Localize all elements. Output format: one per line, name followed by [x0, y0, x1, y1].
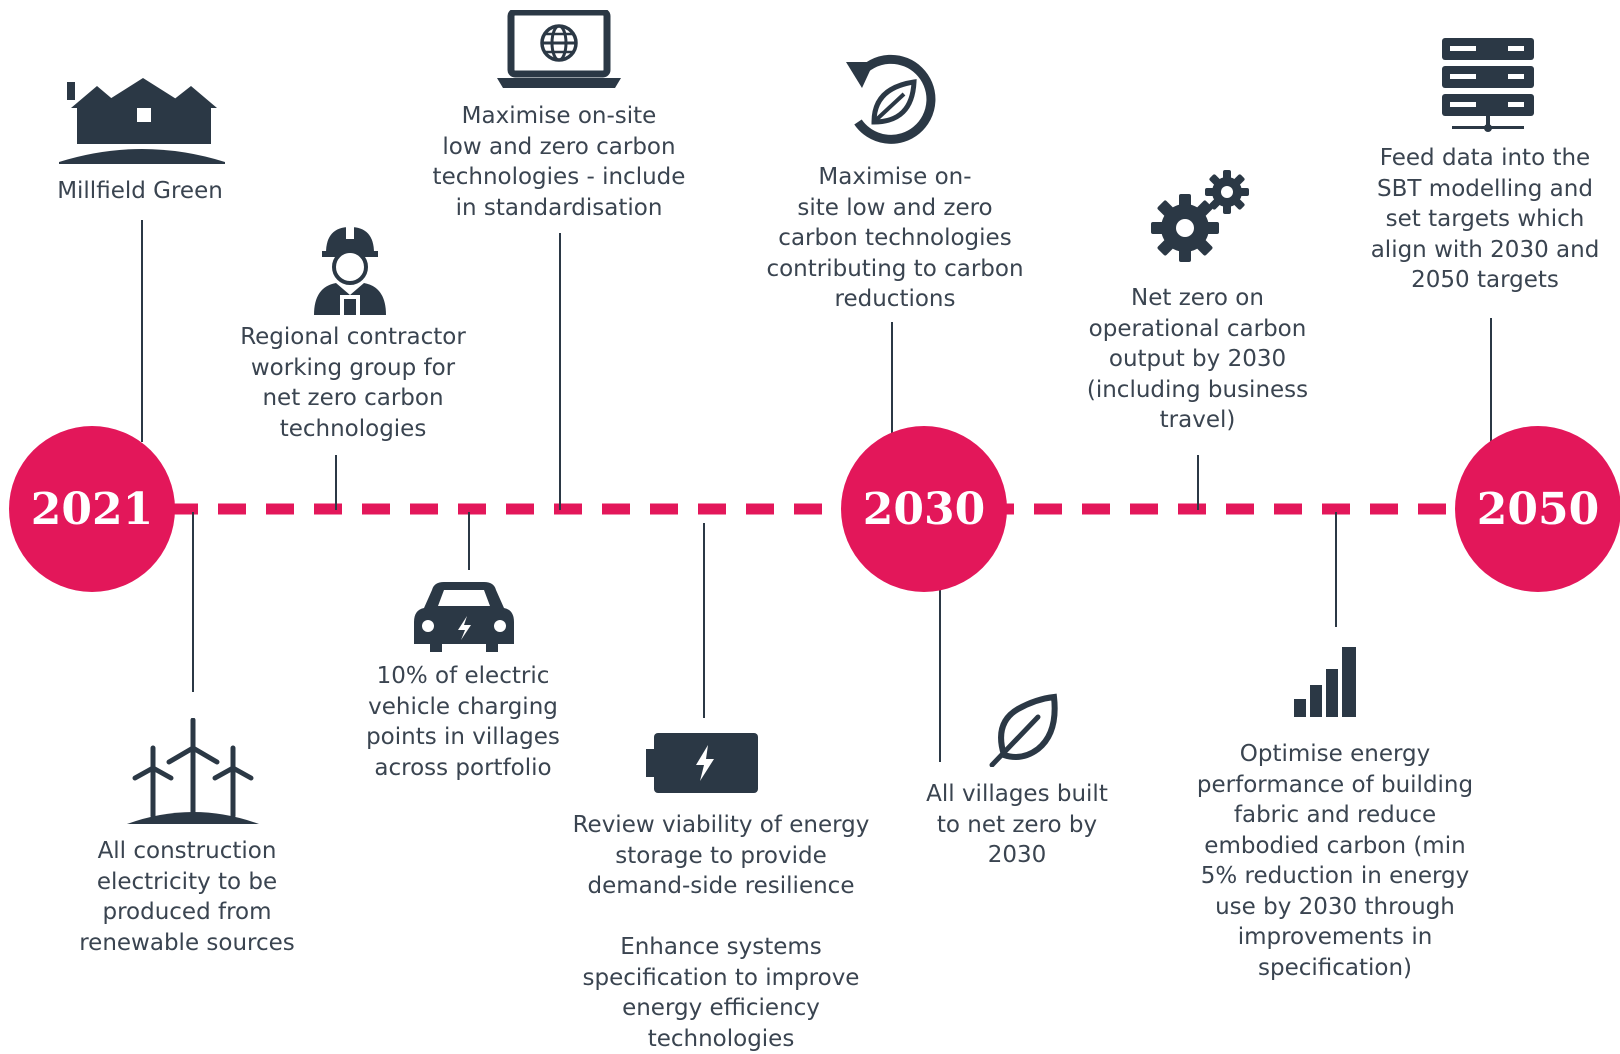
- milestone-2030-label: 2030: [862, 483, 986, 535]
- houses-icon: [57, 78, 227, 164]
- connector-villages: [939, 590, 941, 762]
- connector-storage: [703, 523, 705, 718]
- electric-car-icon: [414, 582, 514, 652]
- worker-icon: [310, 223, 390, 315]
- milestone-2021-label: 2021: [30, 483, 154, 535]
- onsite-std-label: Maximise on-site low and zero carbon tec…: [432, 103, 686, 221]
- connector-fabric: [1335, 512, 1337, 627]
- millfield-label: Millfield Green: [57, 178, 223, 204]
- battery-icon: [646, 733, 758, 793]
- connector-sbt: [1490, 318, 1492, 442]
- milestone-2050-label: 2050: [1476, 483, 1600, 535]
- renewable-label: All construction electricity to be produ…: [79, 838, 295, 956]
- recycle-leaf-icon: [844, 52, 940, 150]
- gears-icon: [1151, 168, 1253, 262]
- storage-label: Review viability of energy storage to pr…: [572, 812, 870, 899]
- milestone-2050: 2050: [1455, 426, 1620, 592]
- connector-millfield: [141, 220, 143, 442]
- onsite-red-label: Maximise on- site low and zero carbon te…: [766, 164, 1024, 312]
- contractor-label: Regional contractor working group for ne…: [240, 324, 466, 442]
- milestone-2021: 2021: [9, 426, 175, 592]
- connector-contractor: [335, 455, 337, 510]
- sbt-label: Feed data into the SBT modelling and set…: [1370, 145, 1600, 293]
- fabric-label: Optimise energy performance of building …: [1196, 741, 1474, 981]
- laptop-globe-icon: [497, 10, 621, 88]
- server-icon: [1442, 38, 1534, 132]
- leaf-icon: [988, 693, 1060, 767]
- ev-label: 10% of electric vehicle charging points …: [366, 663, 560, 781]
- connector-ev: [468, 512, 470, 570]
- connector-net-zero-ops: [1197, 455, 1199, 510]
- systems-label: Enhance systems specification to improve…: [582, 934, 860, 1052]
- wind-turbines-icon: [125, 718, 261, 824]
- net-zero-ops-label: Net zero on operational carbon output by…: [1086, 285, 1309, 433]
- connector-renewable: [192, 512, 194, 692]
- signal-bars-icon: [1294, 647, 1370, 717]
- connector-onsite-red: [891, 322, 893, 434]
- villages-label: All villages built to net zero by 2030: [926, 781, 1108, 868]
- connector-onsite-std: [559, 233, 561, 510]
- milestone-2030: 2030: [841, 426, 1007, 592]
